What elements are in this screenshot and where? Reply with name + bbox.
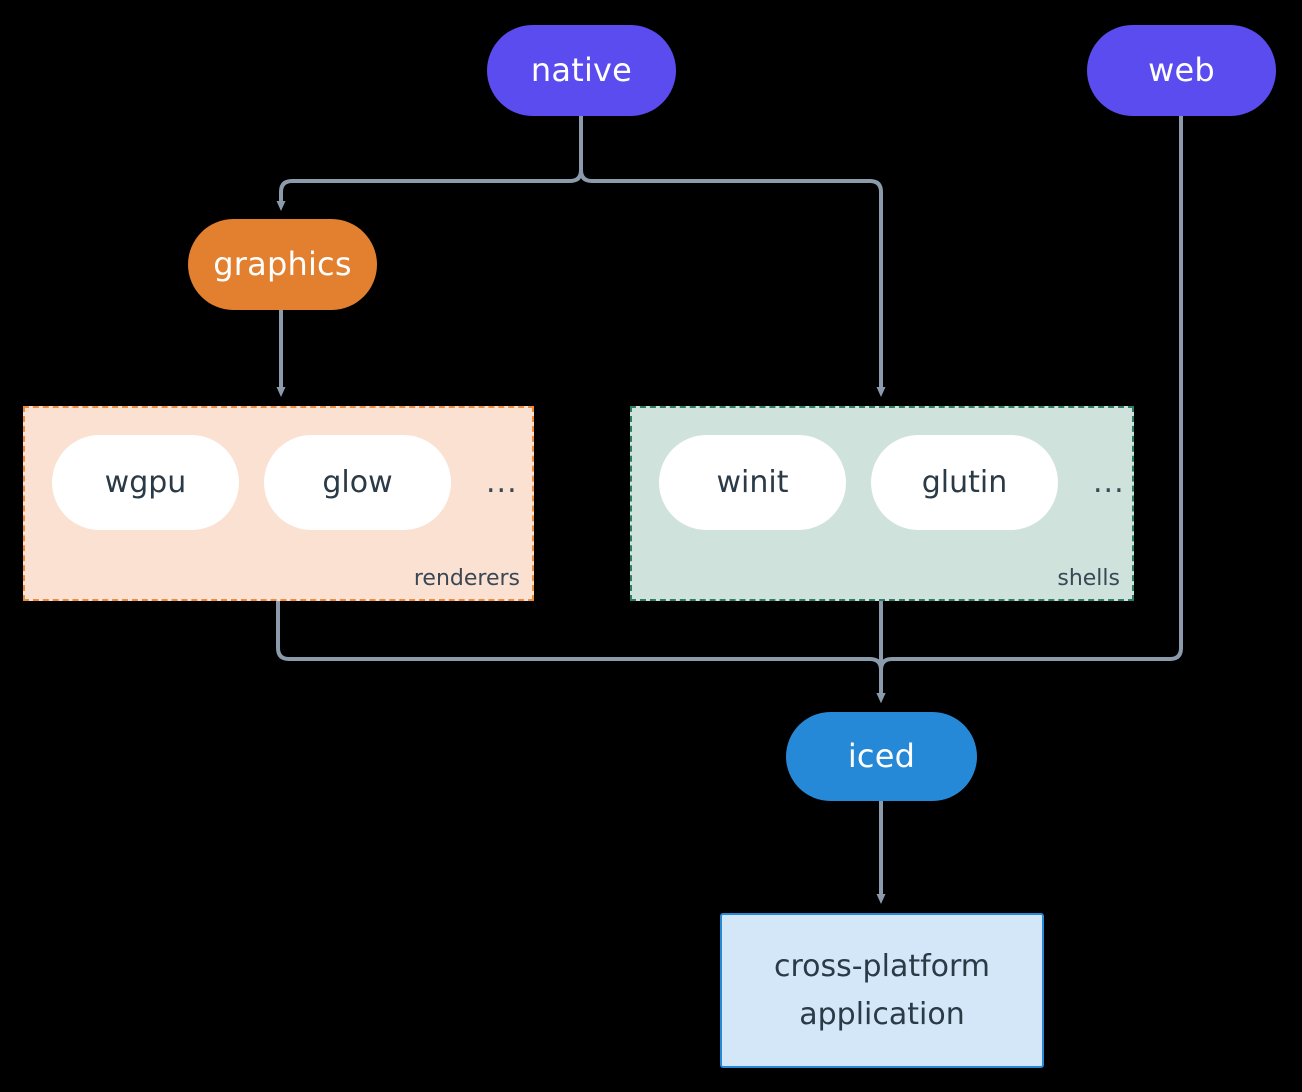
edge-native-to-shells bbox=[579, 116, 886, 397]
edge-native-to-graphics bbox=[276, 116, 583, 211]
cluster-shells-label: shells bbox=[1057, 566, 1120, 591]
node-web-label: web bbox=[1148, 50, 1215, 89]
cluster-renderers-label: renderers bbox=[413, 566, 520, 591]
node-graphics-label: graphics bbox=[213, 244, 352, 283]
node-iced-label: iced bbox=[847, 736, 916, 775]
renderers-more-ellipsis: ... bbox=[486, 464, 518, 500]
node-cross-platform-application[interactable]: cross-platform application bbox=[720, 913, 1044, 1068]
cluster-shells: winit glutin ... shells bbox=[630, 406, 1134, 601]
edge-renderers-to-iced bbox=[276, 601, 886, 703]
node-winit-label: winit bbox=[716, 465, 789, 500]
node-wgpu-label: wgpu bbox=[104, 465, 187, 500]
node-glow[interactable]: glow bbox=[264, 435, 451, 530]
cluster-renderers: wgpu glow ... renderers bbox=[23, 406, 534, 601]
application-label-line1: cross-platform bbox=[773, 949, 991, 985]
cluster-shells-items: winit glutin ... bbox=[659, 435, 1125, 530]
node-native-label: native bbox=[530, 50, 633, 89]
application-label-line2: application bbox=[799, 996, 965, 1032]
shells-more-ellipsis: ... bbox=[1093, 464, 1125, 500]
node-graphics[interactable]: graphics bbox=[188, 219, 377, 310]
node-glow-label: glow bbox=[322, 465, 393, 500]
node-glutin-label: glutin bbox=[921, 465, 1008, 500]
cluster-renderers-items: wgpu glow ... bbox=[52, 435, 518, 530]
node-native[interactable]: native bbox=[487, 25, 676, 116]
node-web[interactable]: web bbox=[1087, 25, 1276, 116]
node-winit[interactable]: winit bbox=[659, 435, 846, 530]
node-iced[interactable]: iced bbox=[786, 712, 977, 801]
node-glutin[interactable]: glutin bbox=[871, 435, 1058, 530]
node-wgpu[interactable]: wgpu bbox=[52, 435, 239, 530]
